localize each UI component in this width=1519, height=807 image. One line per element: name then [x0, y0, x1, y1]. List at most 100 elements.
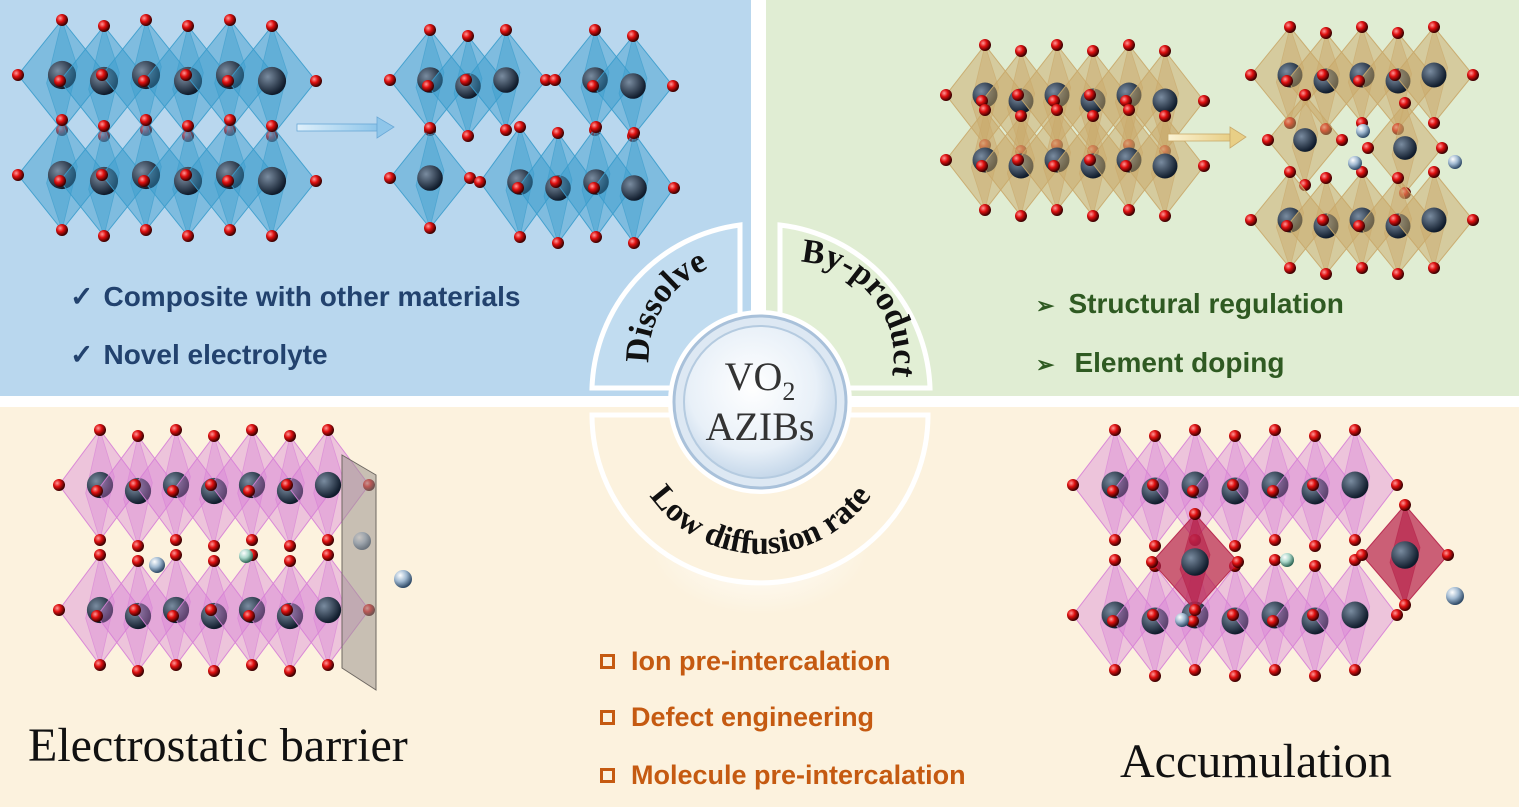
oxygen-atom — [1123, 39, 1135, 51]
oxygen-atom — [549, 74, 561, 86]
oxygen-atom — [208, 555, 220, 567]
list-item: Ion pre-intercalation — [600, 646, 891, 677]
oxygen-atom — [1399, 97, 1411, 109]
pink-octahedron — [1267, 560, 1363, 682]
oxygen-atom — [246, 534, 258, 546]
oxygen-atom — [424, 24, 436, 36]
oxygen-atom — [1227, 609, 1239, 621]
oxygen-atom — [1107, 615, 1119, 627]
oxygen-atom — [1067, 609, 1079, 621]
oxygen-atom — [552, 237, 564, 249]
blue-octahedron — [222, 20, 322, 142]
oxygen-atom — [628, 127, 640, 139]
oxygen-atom — [1189, 424, 1201, 436]
oxygen-atom — [182, 120, 194, 132]
zinc-ion — [394, 570, 412, 588]
oxygen-atom — [1051, 39, 1063, 51]
oxygen-atom — [310, 175, 322, 187]
oxygen-atom — [132, 665, 144, 677]
oxygen-atom — [56, 14, 68, 26]
oxygen-atom — [1269, 534, 1281, 546]
oxygen-atom — [322, 424, 334, 436]
oxygen-atom — [1389, 214, 1401, 226]
blue-octahedron — [12, 14, 112, 136]
oxygen-atom — [224, 14, 236, 26]
oxygen-atom — [979, 39, 991, 51]
oxygen-atom — [587, 80, 599, 92]
pink-octahedron — [205, 424, 299, 546]
oxygen-atom — [667, 80, 679, 92]
oxygen-atom — [1320, 27, 1332, 39]
oxygen-atom — [94, 424, 106, 436]
oxygen-atom — [1189, 664, 1201, 676]
oxygen-atom — [129, 479, 141, 491]
center-emblem — [589, 222, 933, 615]
oxygen-atom — [1159, 110, 1171, 122]
vanadium-atom — [1152, 88, 1178, 114]
blue-octahedron — [460, 24, 552, 136]
oxygen-atom — [56, 224, 68, 236]
oxygen-atom — [1146, 556, 1158, 568]
oxygen-atom — [138, 175, 150, 187]
oxygen-atom — [266, 230, 278, 242]
oxygen-atom — [1149, 430, 1161, 442]
oxygen-atom — [1399, 499, 1411, 511]
oxygen-atom — [91, 485, 103, 497]
oxygen-atom — [224, 114, 236, 126]
oxygen-atom — [514, 121, 526, 133]
list-item: ✓Composite with other materials — [70, 281, 521, 312]
oxygen-atom — [322, 534, 334, 546]
oxygen-atom — [246, 659, 258, 671]
vanadium-atom — [1152, 153, 1178, 179]
oxygen-atom — [462, 130, 474, 142]
pink-octahedron — [91, 555, 185, 677]
electrostatic-barrier-plane — [341, 454, 377, 691]
oxygen-atom — [243, 485, 255, 497]
oxygen-atom — [208, 430, 220, 442]
oxygen-atom — [1436, 142, 1448, 154]
vanadium-atom — [1293, 128, 1317, 152]
oxygen-atom — [1284, 21, 1296, 33]
vanadium-atom — [621, 175, 647, 201]
oxygen-atom — [170, 534, 182, 546]
oxygen-atom — [1391, 609, 1403, 621]
oxygen-atom — [1198, 95, 1210, 107]
oxygen-atom — [1012, 154, 1024, 166]
oxygen-atom — [1149, 670, 1161, 682]
oxygen-atom — [1245, 69, 1257, 81]
oxygen-atom — [1309, 540, 1321, 552]
square-bullet-icon — [600, 768, 615, 783]
oxygen-atom — [94, 659, 106, 671]
oxygen-atom — [138, 75, 150, 87]
oxygen-atom — [462, 30, 474, 42]
oxygen-atom — [1262, 134, 1274, 146]
square-bullet-icon — [600, 654, 615, 669]
oxygen-atom — [1317, 214, 1329, 226]
tan-octahedron — [1389, 21, 1479, 129]
pink-octahedron — [167, 555, 261, 677]
oxygen-atom — [1051, 104, 1063, 116]
oxygen-atom — [1391, 479, 1403, 491]
oxygen-atom — [940, 89, 952, 101]
oxygen-atom — [310, 75, 322, 87]
vanadium-atom — [1391, 541, 1419, 569]
oxygen-atom — [1067, 479, 1079, 491]
oxygen-atom — [1467, 214, 1479, 226]
red-octahedron — [1356, 499, 1454, 611]
accumulation-caption: Accumulation — [1120, 735, 1392, 788]
oxygen-atom — [1284, 262, 1296, 274]
oxygen-atom — [1392, 172, 1404, 184]
check-icon: ✓ — [70, 339, 94, 370]
by-product-label: By-product — [799, 233, 922, 381]
oxygen-atom — [1123, 104, 1135, 116]
oxygen-atom — [1269, 554, 1281, 566]
oxygen-atom — [940, 154, 952, 166]
zinc-ion — [1175, 613, 1189, 627]
oxygen-atom — [1232, 556, 1244, 568]
blue-octahedron — [54, 120, 154, 242]
oxygen-atom — [1356, 549, 1368, 561]
vanadium-atom — [1181, 548, 1209, 576]
oxygen-atom — [1299, 89, 1311, 101]
oxygen-atom — [1109, 554, 1121, 566]
oxygen-atom — [224, 224, 236, 236]
